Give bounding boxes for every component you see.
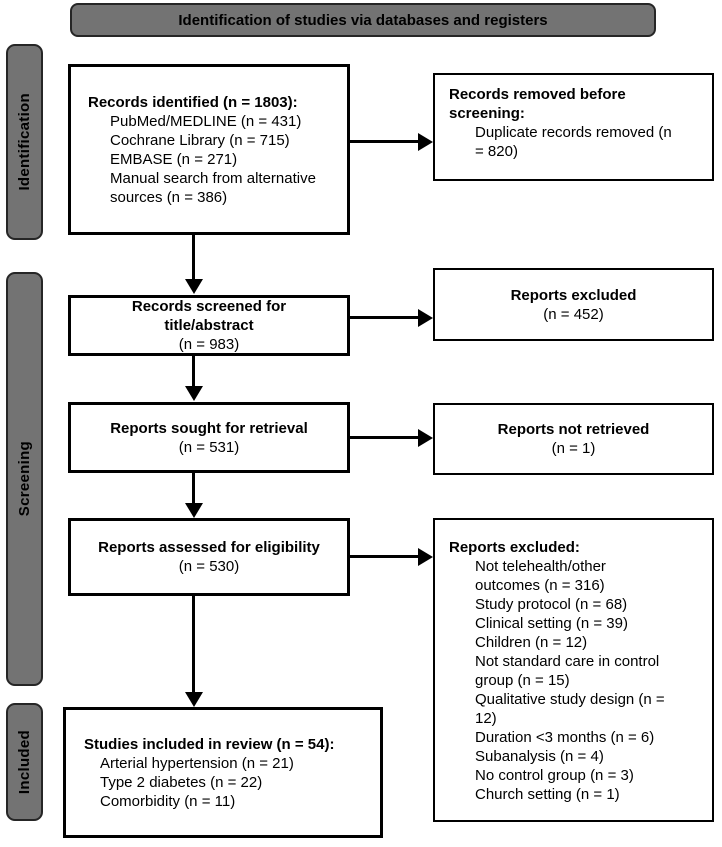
box-reports-assessed: Reports assessed for eligibility (n = 53… (68, 518, 350, 596)
stage-label-identification: Identification (16, 93, 33, 191)
reports-assessed-count: (n = 530) (178, 558, 240, 575)
list-item: Children (n = 12) (475, 634, 588, 651)
reports-excluded-eligibility-items: Not telehealth/other outcomes (n = 316) S… (475, 557, 672, 804)
records-identified-title: Records identified (n = 1803): (88, 94, 298, 111)
box-records-identified: Records identified (n = 1803): PubMed/ME… (68, 64, 350, 235)
list-item: Type 2 diabetes (n = 22) (100, 773, 263, 791)
list-item: Comorbidity (n = 11) (100, 792, 236, 810)
studies-included-title: Studies included in review (n = 54): (84, 735, 335, 753)
arrow-screened-to-sought (184, 356, 203, 401)
list-item: Not standard care in control group (n = … (475, 653, 660, 689)
reports-excluded-screening-title: Reports excluded (510, 286, 637, 304)
header-banner: Identification of studies via databases … (70, 3, 656, 37)
box-records-screened: Records screened for title/abstract (n =… (68, 295, 350, 356)
stage-bar-included: Included (6, 703, 43, 821)
reports-not-retrieved-count: (n = 1) (551, 440, 596, 457)
list-item: Study protocol (n = 68) (475, 596, 628, 613)
list-item: PubMed/MEDLINE (n = 431) (110, 113, 302, 130)
studies-included-items: Arterial hypertension (n = 21)Type 2 dia… (100, 754, 360, 811)
records-identified-items: PubMed/MEDLINE (n = 431) Cochrane Library… (110, 112, 316, 207)
arrow-sought-to-not-retrieved (350, 428, 433, 447)
list-item: Subanalysis (n = 4) (475, 748, 604, 765)
box-studies-included: Studies included in review (n = 54): Art… (63, 707, 383, 838)
records-removed-items: Duplicate records removed (n = 820) (475, 123, 681, 161)
list-item: Duplicate records removed (n = 820) (475, 124, 672, 160)
reports-excluded-screening-count: (n = 452) (543, 305, 604, 323)
records-screened-title: Records screened for title/abstract (131, 298, 287, 334)
stage-label-screening: Screening (16, 441, 33, 517)
stage-bar-identification: Identification (6, 44, 43, 240)
reports-not-retrieved-title: Reports not retrieved (497, 421, 650, 438)
arrow-screened-to-excluded (350, 308, 433, 327)
list-item: Duration <3 months (n = 6) (475, 729, 655, 746)
list-item: Arterial hypertension (n = 21) (100, 754, 294, 772)
list-item: Cochrane Library (n = 715) (110, 132, 290, 149)
reports-sought-title: Reports sought for retrieval (110, 419, 308, 437)
records-removed-title: Records removed before screening: (449, 86, 626, 122)
reports-excluded-eligibility-title: Reports excluded: (449, 539, 580, 556)
list-item: No control group (n = 3) (475, 767, 634, 784)
arrow-identified-to-removed (350, 132, 433, 151)
arrow-identified-to-screened (184, 235, 203, 294)
arrow-sought-to-assessed (184, 473, 203, 518)
list-item: Church setting (n = 1) (475, 786, 620, 803)
list-item: Not telehealth/other outcomes (n = 316) (475, 558, 606, 594)
list-item: Clinical setting (n = 39) (475, 615, 628, 632)
reports-sought-count: (n = 531) (178, 438, 240, 456)
list-item: EMBASE (n = 271) (110, 151, 238, 168)
list-item: Qualitative study design (n = 12) (475, 691, 665, 727)
records-screened-count: (n = 983) (178, 336, 240, 353)
box-records-removed: Records removed before screening: Duplic… (433, 73, 714, 181)
box-reports-excluded-eligibility: Reports excluded: Not telehealth/other o… (433, 518, 714, 822)
arrow-assessed-to-included (184, 596, 203, 707)
stage-bar-screening: Screening (6, 272, 43, 686)
header-title: Identification of studies via databases … (178, 11, 548, 29)
reports-assessed-title: Reports assessed for eligibility (98, 539, 320, 556)
box-reports-not-retrieved: Reports not retrieved (n = 1) (433, 403, 714, 475)
arrow-assessed-to-excluded (350, 547, 433, 566)
box-reports-sought: Reports sought for retrieval (n = 531) (68, 402, 350, 473)
list-item: Manual search from alternative sources (… (110, 170, 316, 206)
stage-label-included: Included (16, 729, 33, 795)
box-reports-excluded-screening: Reports excluded (n = 452) (433, 268, 714, 341)
